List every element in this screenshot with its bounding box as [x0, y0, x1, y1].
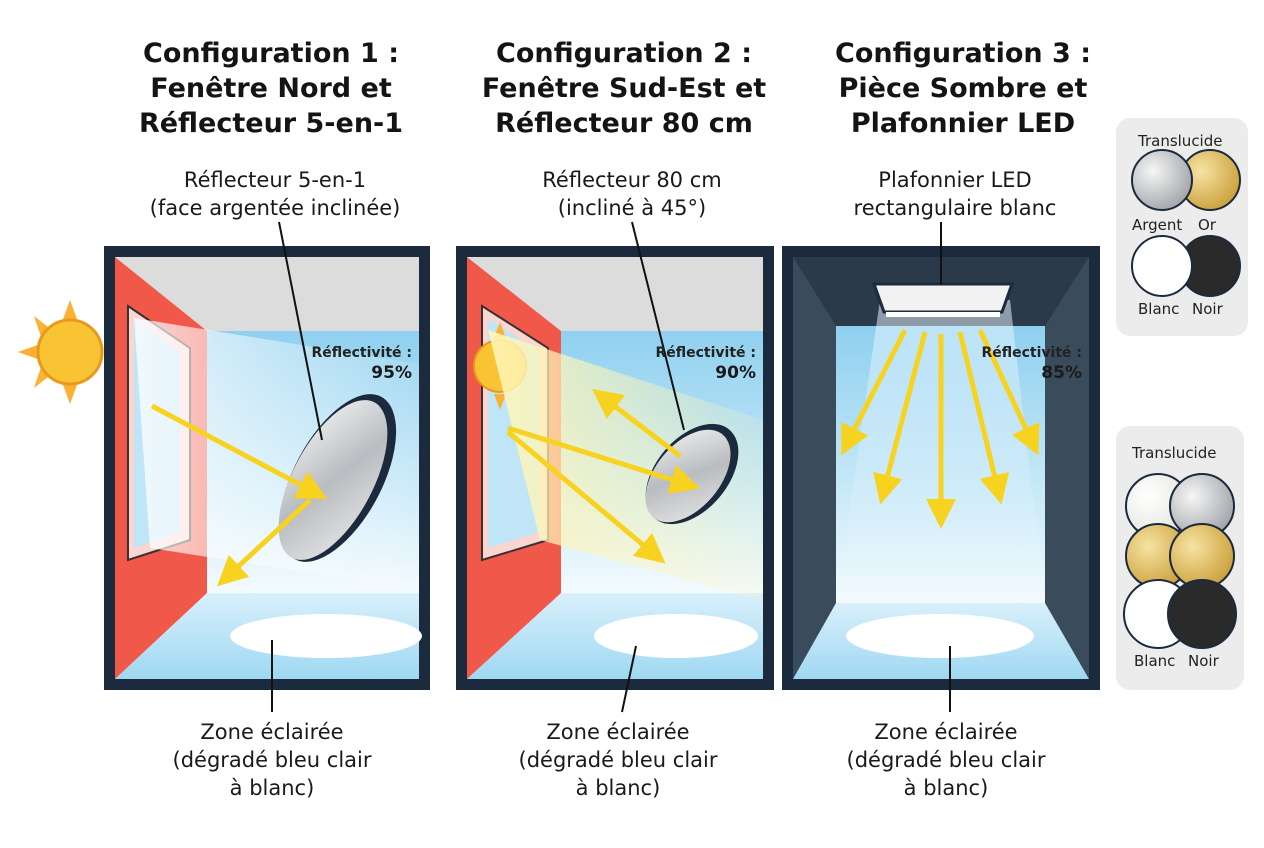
- config-3-callout: Plafonnier LED rectangulaire blanc: [795, 166, 1115, 222]
- config-3-callout-line-1: Plafonnier LED: [878, 168, 1032, 192]
- config-1-title-line-1: Configuration 1 :: [143, 38, 399, 69]
- legend-bottom-noir: Noir: [1188, 652, 1219, 670]
- legend-bottom-translucide: Translucide: [1132, 444, 1217, 462]
- config-1-zone-label: Zone éclairée (dégradé bleu clair à blan…: [122, 718, 422, 802]
- reflectivity-3-label: Réflectivité :: [981, 345, 1082, 361]
- reflectivity-2-value: 90%: [715, 363, 756, 383]
- white-swatch-icon: [1131, 235, 1193, 297]
- gold-swatch-icon: [1169, 523, 1235, 589]
- config-3-title-line-3: Plafonnier LED: [850, 108, 1076, 139]
- silver-swatch-icon: [1131, 149, 1193, 211]
- zone-2-line-3: à blanc): [575, 776, 661, 800]
- legend-bottom-blanc: Blanc: [1134, 652, 1176, 670]
- led-ceiling-light-icon: [871, 282, 1015, 317]
- reflector-legend-bottom: Translucide Blanc Noir: [1116, 426, 1244, 690]
- reflectivity-1-label: Réflectivité :: [311, 345, 412, 361]
- config-3-zone-label: Zone éclairée (dégradé bleu clair à blan…: [796, 718, 1096, 802]
- zone-1-line-3: à blanc): [229, 776, 315, 800]
- config-3-title-line-2: Pièce Sombre et: [838, 73, 1088, 104]
- black-swatch-icon: [1167, 579, 1237, 649]
- reflector-1-icon: [278, 394, 397, 562]
- room-3: Réflectivité : 85%: [782, 222, 1100, 712]
- config-1-callout: Réflecteur 5-en-1 (face argentée incliné…: [115, 166, 435, 222]
- config-2-zone-label: Zone éclairée (dégradé bleu clair à blan…: [468, 718, 768, 802]
- config-2-title-line-3: Réflecteur 80 cm: [495, 108, 753, 139]
- config-1-callout-line-2: (face argentée inclinée): [149, 196, 401, 220]
- config-1-title-line-2: Fenêtre Nord et: [150, 73, 392, 104]
- legend-bottom-swatches: [1123, 473, 1237, 649]
- reflectivity-2-label: Réflectivité :: [655, 345, 756, 361]
- legend-top-swatches: [1131, 149, 1241, 297]
- lit-zone-2: [594, 614, 758, 658]
- config-1-title-line-3: Réflecteur 5-en-1: [138, 108, 404, 139]
- config-2-callout: Réflecteur 80 cm (incliné à 45°): [472, 166, 792, 222]
- lit-zone-1: [230, 614, 422, 658]
- reflectivity-1-value: 95%: [371, 363, 412, 383]
- config-3-title: Configuration 3 : Pièce Sombre et Plafon…: [798, 36, 1128, 141]
- legend-top-blanc: Blanc: [1138, 300, 1180, 318]
- lit-zone-3: [846, 614, 1034, 658]
- config-2-callout-line-2: (incliné à 45°): [557, 196, 707, 220]
- zone-1-line-1: Zone éclairée: [200, 720, 344, 744]
- config-1-callout-line-1: Réflecteur 5-en-1: [183, 168, 367, 192]
- zone-3-line-3: à blanc): [903, 776, 989, 800]
- reflector-legend-top: Translucide Argent Or Blanc Noir: [1116, 118, 1248, 336]
- config-2-title-line-1: Configuration 2 :: [496, 38, 752, 69]
- config-2-title-line-2: Fenêtre Sud-Est et: [481, 73, 767, 104]
- zone-2-line-1: Zone éclairée: [546, 720, 690, 744]
- legend-top-argent: Argent: [1132, 216, 1183, 234]
- legend-top-or: Or: [1198, 216, 1216, 234]
- zone-1-line-2: (dégradé bleu clair: [172, 748, 372, 772]
- legend-top-noir: Noir: [1192, 300, 1223, 318]
- legend-top-translucide: Translucide: [1138, 132, 1223, 150]
- sun-icon: [18, 300, 104, 404]
- room-2: Réflectivité : 90%: [456, 221, 774, 713]
- config-3-callout-line-2: rectangulaire blanc: [853, 196, 1057, 220]
- zone-3-line-2: (dégradé bleu clair: [846, 748, 1046, 772]
- zone-3-line-1: Zone éclairée: [874, 720, 1018, 744]
- zone-2-line-2: (dégradé bleu clair: [518, 748, 718, 772]
- config-3-title-line-1: Configuration 3 :: [835, 38, 1091, 69]
- reflectivity-3-value: 85%: [1041, 363, 1082, 383]
- config-2-title: Configuration 2 : Fenêtre Sud-Est et Réf…: [459, 36, 789, 141]
- room-1: Réflectivité : 95%: [18, 221, 430, 712]
- config-2-callout-line-1: Réflecteur 80 cm: [542, 168, 722, 192]
- config-1-title: Configuration 1 : Fenêtre Nord et Réflec…: [106, 36, 436, 141]
